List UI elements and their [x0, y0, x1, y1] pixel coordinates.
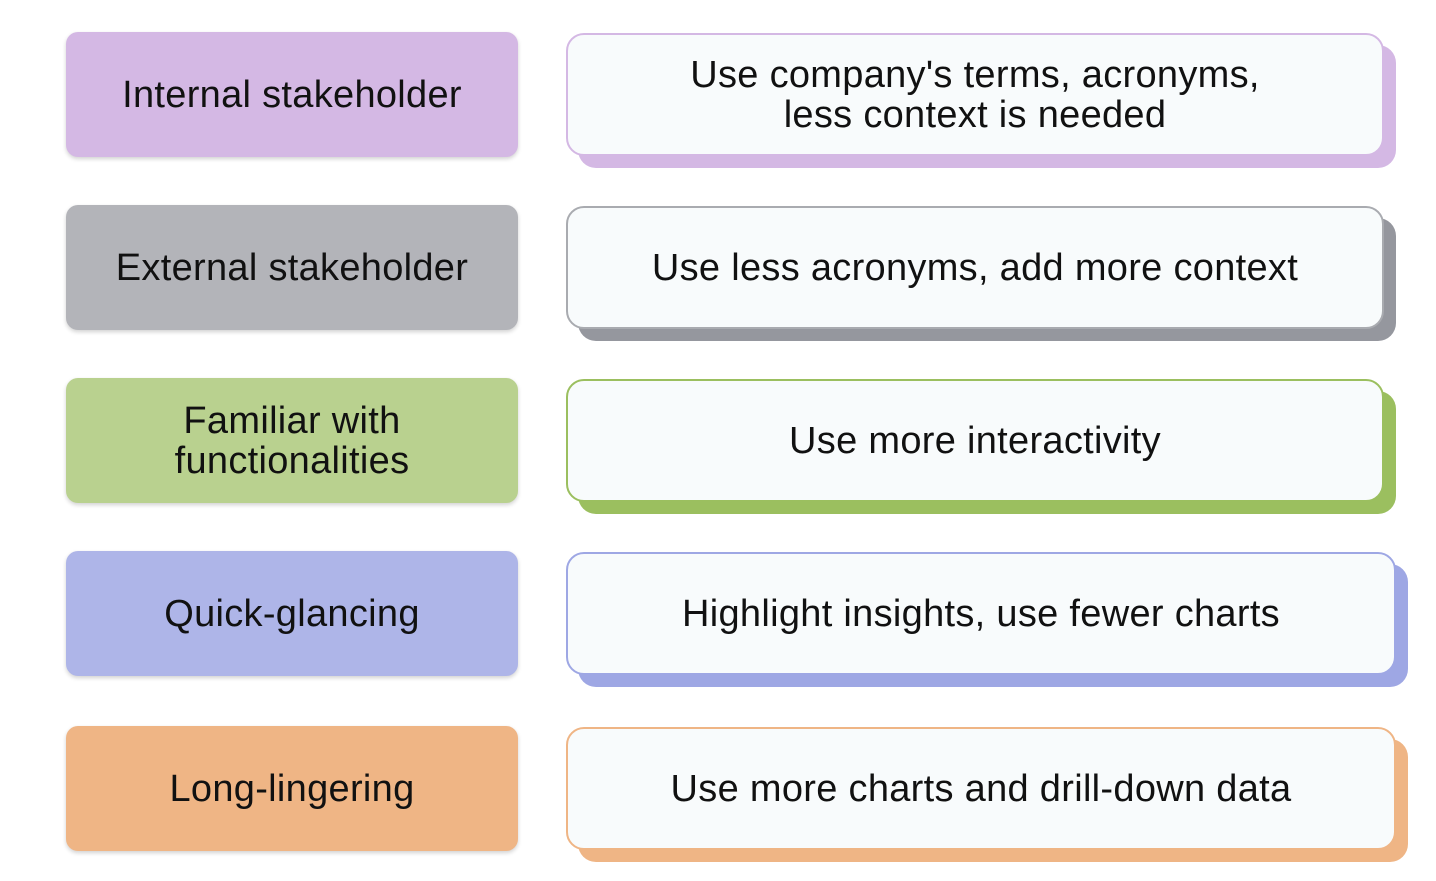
guideline-card-internal-stakeholder: Use company's terms, acronyms, less cont… — [566, 33, 1396, 168]
category-box-long-lingering: Long-lingering — [66, 726, 518, 851]
category-box-internal-stakeholder: Internal stakeholder — [66, 32, 518, 157]
guideline-text: Use company's terms, acronyms, less cont… — [690, 53, 1260, 136]
category-label: Internal stakeholder — [122, 73, 462, 116]
category-box-quick-glancing: Quick-glancing — [66, 551, 518, 676]
guideline-text: Use less acronyms, add more context — [651, 246, 1299, 289]
guideline-card-long-lingering: Use more charts and drill-down data — [566, 727, 1408, 862]
category-label: Long-lingering — [169, 767, 415, 810]
guideline-text: Use more charts and drill-down data — [670, 767, 1292, 810]
guideline-card-familiar-with-functionalities: Use more interactivity — [566, 379, 1396, 514]
guideline-card-quick-glancing: Highlight insights, use fewer charts — [566, 552, 1408, 687]
guideline-card-external-stakeholder: Use less acronyms, add more context — [566, 206, 1396, 341]
category-box-familiar-with-functionalities: Familiar with functionalities — [66, 378, 518, 503]
category-box-external-stakeholder: External stakeholder — [66, 205, 518, 330]
guideline-box: Use more charts and drill-down data — [566, 727, 1396, 850]
category-label: Familiar with functionalities — [174, 399, 410, 482]
guideline-text: Use more interactivity — [789, 419, 1161, 462]
guideline-text: Highlight insights, use fewer charts — [682, 592, 1280, 635]
guideline-box: Highlight insights, use fewer charts — [566, 552, 1396, 675]
category-label: External stakeholder — [115, 246, 469, 289]
category-label: Quick-glancing — [164, 592, 420, 635]
guideline-box: Use company's terms, acronyms, less cont… — [566, 33, 1384, 156]
guideline-box: Use less acronyms, add more context — [566, 206, 1384, 329]
guideline-box: Use more interactivity — [566, 379, 1384, 502]
